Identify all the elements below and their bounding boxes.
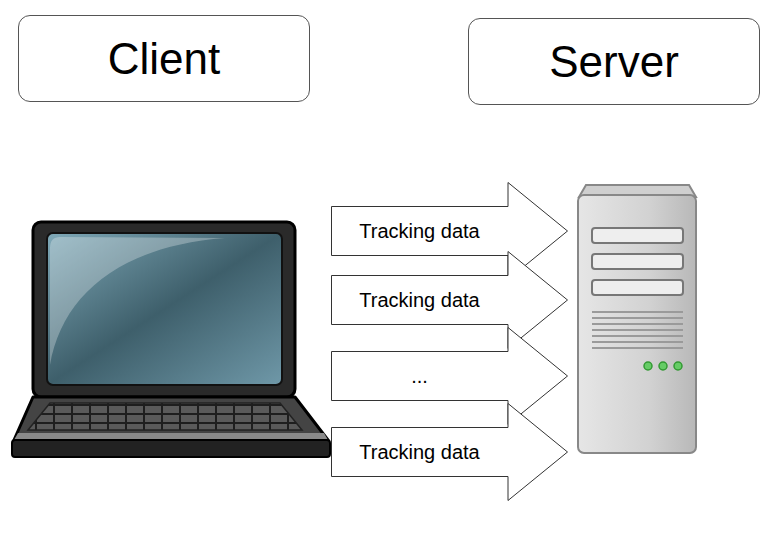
- arrow-shape: [332, 183, 568, 280]
- arrow-label: Tracking data: [359, 289, 479, 312]
- arrow-label: Tracking data: [359, 441, 479, 464]
- arrow-label: Tracking data: [359, 220, 479, 243]
- arrow-shape: [332, 404, 568, 501]
- block-arrow: ...: [331, 327, 568, 425]
- arrow-label: ...: [411, 365, 428, 388]
- arrow-shape: [332, 328, 568, 425]
- box-label: Server: [549, 37, 679, 87]
- server-box: Server: [468, 18, 760, 105]
- arrow-body: Tracking data: [331, 207, 508, 256]
- arrow-body: ...: [331, 352, 508, 401]
- client-box: Client: [18, 15, 310, 102]
- block-arrow: Tracking data: [331, 182, 568, 280]
- arrow-shape: [332, 252, 568, 349]
- arrow-outline: [331, 327, 568, 425]
- box-label: Client: [108, 34, 221, 84]
- block-arrow: Tracking data: [331, 403, 568, 501]
- laptop-icon: [12, 222, 330, 457]
- arrow-body: Tracking data: [331, 428, 508, 477]
- block-arrow: Tracking data: [331, 251, 568, 349]
- server-icon: [578, 185, 696, 453]
- arrow-body: Tracking data: [331, 276, 508, 325]
